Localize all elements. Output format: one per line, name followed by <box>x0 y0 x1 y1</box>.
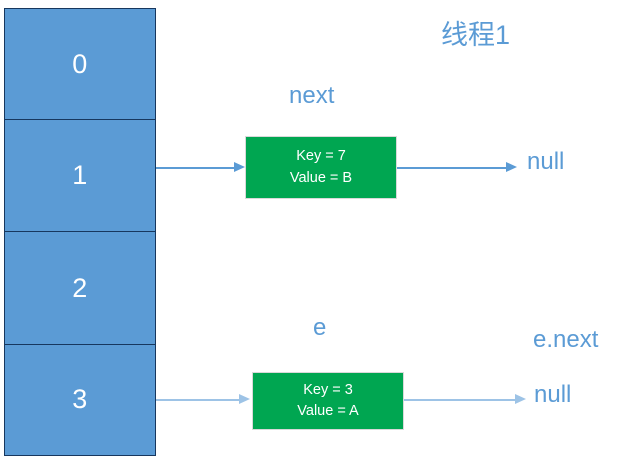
entry-node-b-key: Key = 7 <box>296 148 346 165</box>
next-pointer-label: next <box>289 82 335 109</box>
bucket-index-label: 2 <box>72 272 88 303</box>
bucket-cell-2: 2 <box>5 231 155 344</box>
connector-bucket1-to-node-b <box>156 167 236 169</box>
arrowhead-icon <box>506 162 517 172</box>
e-next-pointer-label: e.next <box>533 326 599 353</box>
entry-node-a-value: Value = A <box>297 403 359 419</box>
arrowhead-icon <box>515 394 526 404</box>
e-pointer-label: e <box>313 314 327 341</box>
null-label-upper: null <box>527 148 565 175</box>
bucket-index-label: 0 <box>72 48 88 79</box>
entry-node-b: Key = 7 Value = B <box>245 136 397 199</box>
entry-node-a: Key = 3 Value = A <box>252 372 404 430</box>
arrowhead-icon <box>239 394 250 404</box>
bucket-index-label: 3 <box>72 384 88 414</box>
bucket-cell-0: 0 <box>5 9 155 119</box>
bucket-cell-1: 1 <box>5 119 155 231</box>
bucket-index-label: 1 <box>72 160 88 190</box>
bucket-cell-3: 3 <box>5 344 155 454</box>
null-label-lower: null <box>534 381 572 408</box>
entry-node-b-value: Value = B <box>289 169 353 186</box>
thread-title-label: 线程1 <box>441 20 511 50</box>
hash-bucket-array: 0 1 2 3 <box>4 8 156 456</box>
arrowhead-icon <box>234 162 245 172</box>
connector-node-a-to-null <box>404 399 517 401</box>
entry-node-a-key: Key = 3 <box>303 381 353 398</box>
connector-bucket3-to-node-a <box>156 399 241 401</box>
connector-node-b-to-null <box>397 167 508 169</box>
